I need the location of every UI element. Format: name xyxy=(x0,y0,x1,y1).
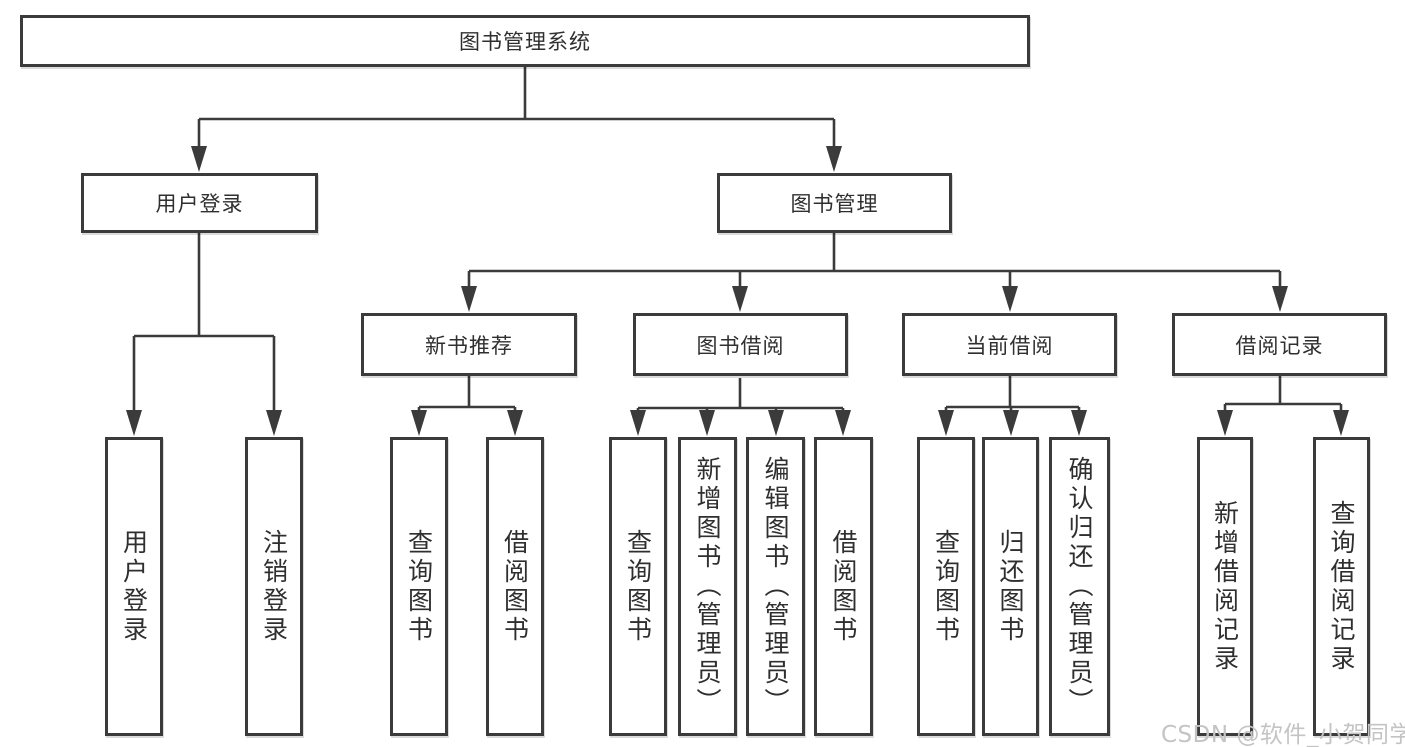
node-user-login: 用户登录 xyxy=(81,173,318,233)
leaf-logout-login-label: 注销登录 xyxy=(259,528,289,645)
leaf-add-borrow-record: 新增借阅记录 xyxy=(1197,437,1253,736)
leaf-query-books-current: 查询图书 xyxy=(917,437,975,736)
node-root-label: 图书管理系统 xyxy=(459,30,591,54)
connector-borrowing-records xyxy=(1217,376,1349,436)
connector-current-borrowing xyxy=(938,376,1087,436)
leaf-borrow-books-borrowing-label: 借阅图书 xyxy=(829,528,858,645)
node-book-borrowing-label: 图书借阅 xyxy=(696,333,785,358)
connector-book-borrowing xyxy=(630,378,851,436)
node-new-book-recommend-label: 新书推荐 xyxy=(425,333,513,358)
leaf-add-borrow-record-label: 新增借阅记录 xyxy=(1210,499,1240,674)
connector-root xyxy=(191,66,842,172)
leaf-add-book-admin-label: 新增图书（管理员） xyxy=(693,456,722,717)
node-book-management-label: 图书管理 xyxy=(790,192,879,216)
leaf-query-books-current-label: 查询图书 xyxy=(931,528,961,645)
leaf-edit-book-admin-label: 编辑图书（管理员） xyxy=(761,456,790,717)
leaf-return-books: 归还图书 xyxy=(982,437,1039,736)
leaf-confirm-return-admin-label: 确认归还（管理员） xyxy=(1065,456,1094,717)
leaf-query-books-recommend: 查询图书 xyxy=(390,437,448,736)
node-borrowing-records-label: 借阅记录 xyxy=(1235,333,1324,358)
leaf-add-book-admin: 新增图书（管理员） xyxy=(678,437,737,736)
leaf-confirm-return-admin: 确认归还（管理员） xyxy=(1049,437,1110,736)
csdn-watermark: CSDN @软件_小贺同学 xyxy=(1161,722,1405,747)
node-user-login-label: 用户登录 xyxy=(155,192,244,216)
node-book-management: 图书管理 xyxy=(717,173,952,233)
leaf-return-books-label: 归还图书 xyxy=(996,528,1025,645)
node-book-borrowing: 图书借阅 xyxy=(633,313,848,376)
leaf-query-books-recommend-label: 查询图书 xyxy=(404,528,434,645)
connector-user-login xyxy=(126,233,282,436)
node-current-borrowing: 当前借阅 xyxy=(902,313,1117,376)
leaf-borrow-books-borrowing: 借阅图书 xyxy=(814,437,873,736)
node-borrowing-records: 借阅记录 xyxy=(1172,313,1387,376)
leaf-edit-book-admin: 编辑图书（管理员） xyxy=(746,437,805,736)
node-root: 图书管理系统 xyxy=(20,15,1030,67)
connector-new-book-recommend xyxy=(411,376,523,436)
leaf-user-login: 用户登录 xyxy=(105,437,163,736)
connector-book-management xyxy=(461,233,1288,312)
leaf-query-books-borrowing: 查询图书 xyxy=(609,437,667,736)
node-new-book-recommend: 新书推荐 xyxy=(361,313,577,376)
leaf-query-borrow-record-label: 查询借阅记录 xyxy=(1327,499,1356,674)
leaf-user-login-label: 用户登录 xyxy=(119,528,149,645)
leaf-logout-login: 注销登录 xyxy=(245,437,303,736)
node-current-borrowing-label: 当前借阅 xyxy=(965,333,1054,358)
leaf-borrow-books-recommend: 借阅图书 xyxy=(486,437,544,736)
leaf-borrow-books-recommend-label: 借阅图书 xyxy=(500,528,530,645)
leaf-query-borrow-record: 查询借阅记录 xyxy=(1313,437,1370,736)
leaf-query-books-borrowing-label: 查询图书 xyxy=(623,528,653,645)
